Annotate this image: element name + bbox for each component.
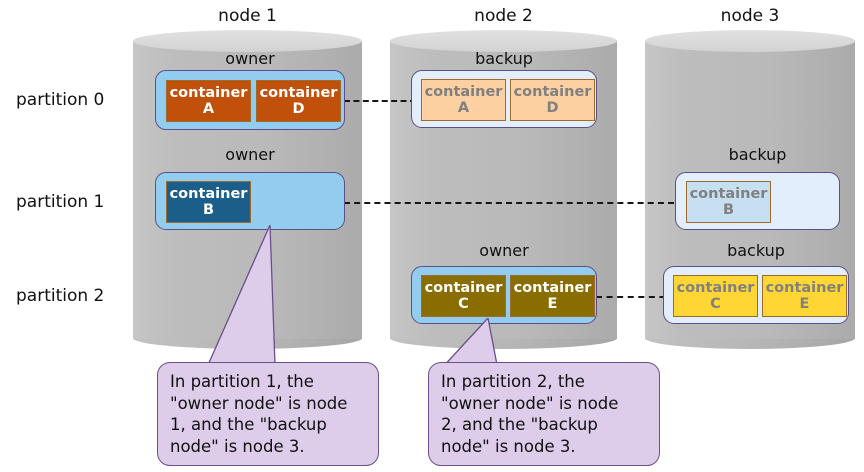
container-chip-name: container (424, 280, 503, 296)
callout-line: "owner node" is node (170, 393, 348, 413)
node-title-node-1: node 1 (218, 6, 277, 26)
partition-label-1: partition 1 (16, 192, 105, 212)
container-chip-name: container (689, 186, 768, 202)
partition-group-p2-node2[interactable]: container C container E (411, 266, 597, 324)
callout-line: 2, and the "backup (441, 415, 598, 434)
callout-partition-1: In partition 1, the "owner node" is node… (157, 362, 379, 466)
container-chip-letter: E (547, 296, 558, 312)
container-chip-e-owner[interactable]: container E (510, 275, 595, 317)
container-chip-letter: A (202, 101, 215, 117)
container-chip-letter: C (458, 296, 469, 312)
container-chip-letter: D (292, 101, 305, 117)
callout-line: node" is node 3. (441, 436, 576, 456)
container-chip-b-backup[interactable]: container B (686, 181, 771, 223)
partition-label-2: partition 2 (16, 286, 105, 306)
role-label-p1-node3: backup (728, 145, 787, 164)
node-title-node-3: node 3 (720, 6, 780, 26)
container-chip-name: container (169, 186, 248, 202)
container-chip-letter: A (457, 100, 470, 116)
role-label-p1-node1: owner (225, 145, 275, 164)
cylinder-top (133, 30, 362, 52)
container-chip-d-backup[interactable]: container D (510, 79, 595, 121)
container-chip-name: container (424, 84, 503, 100)
container-chip-a-backup[interactable]: container A (421, 79, 506, 121)
container-chip-c-owner[interactable]: container C (421, 275, 506, 317)
partition-group-p0-node2[interactable]: container A container D (411, 70, 597, 128)
container-chip-name: container (513, 84, 592, 100)
role-label-p2-node2: owner (479, 241, 529, 260)
container-chip-letter: E (799, 296, 810, 312)
callout-tail-partition-1 (207, 225, 276, 366)
container-chip-letter: B (202, 202, 215, 218)
container-chip-name: container (259, 85, 338, 101)
role-label-p0-node2: backup (475, 49, 533, 68)
replication-link-partition-1 (344, 202, 674, 204)
container-chip-name: container (513, 280, 592, 296)
partition-label-0: partition 0 (16, 90, 105, 110)
replication-link-partition-2 (596, 296, 676, 298)
partition-group-p0-node1[interactable]: container A container D (155, 70, 345, 130)
container-chip-name: container (765, 280, 844, 296)
cylinder-top (390, 30, 617, 52)
callout-line: node" is node 3. (170, 436, 305, 456)
container-chip-letter: B (722, 202, 735, 218)
container-chip-b-owner[interactable]: container B (166, 181, 251, 223)
container-chip-name: container (676, 280, 755, 296)
callout-line: In partition 1, the (170, 372, 314, 391)
cylinder-top (645, 30, 855, 52)
role-label-p0-node1: owner (225, 49, 275, 68)
replication-link-partition-0 (344, 100, 416, 102)
partition-group-p2-node3[interactable]: container C container E (663, 266, 849, 324)
partition-group-p1-node3[interactable]: container B (675, 172, 840, 230)
container-chip-a-owner[interactable]: container A (166, 80, 251, 122)
container-chip-c-backup[interactable]: container C (673, 275, 758, 317)
role-label-p2-node3: backup (727, 241, 785, 260)
container-chip-name: container (169, 85, 248, 101)
callout-line: In partition 2, the (441, 372, 585, 391)
node-title-node-2: node 2 (474, 6, 533, 26)
container-chip-e-backup[interactable]: container E (762, 275, 847, 317)
container-chip-d-owner[interactable]: container D (256, 80, 341, 122)
callout-line: 1, and the "backup (170, 415, 327, 434)
partition-group-p1-node1[interactable]: container B (155, 172, 345, 230)
container-chip-letter: D (546, 100, 559, 116)
callout-partition-2: In partition 2, the "owner node" is node… (428, 362, 660, 466)
callout-line: "owner node" is node (441, 393, 619, 413)
container-chip-letter: C (710, 296, 721, 312)
